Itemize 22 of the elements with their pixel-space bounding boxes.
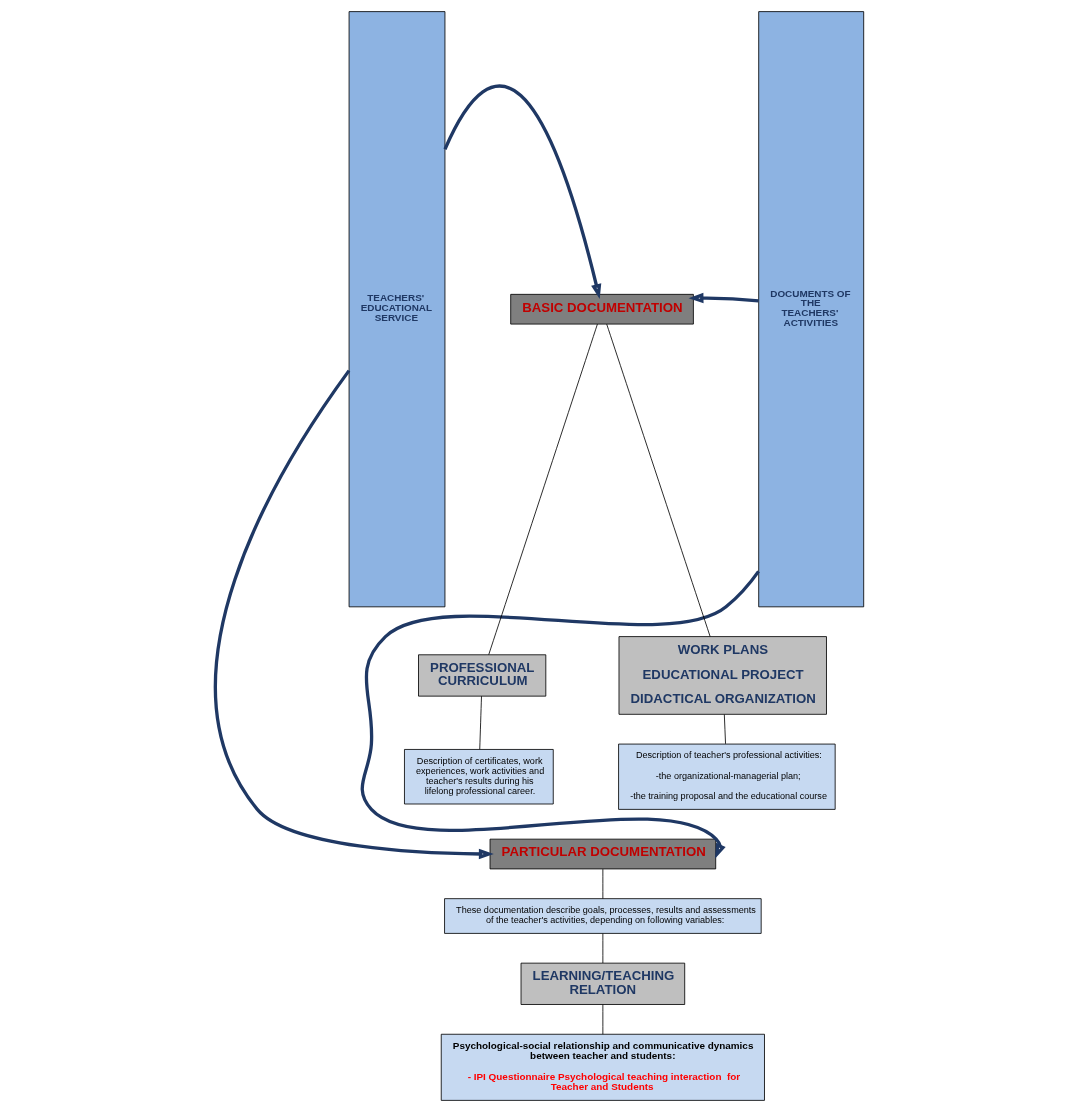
arrow xyxy=(443,84,602,299)
connector xyxy=(479,695,482,750)
arrow xyxy=(214,369,494,860)
node-box: WORK PLANS EDUCATIONAL PROJECT DIDACTICAL ORGANIZATION xyxy=(618,636,827,715)
connector xyxy=(606,323,711,637)
connector xyxy=(602,1004,604,1035)
node-box: Psychological-social relationship and communicative dynamics between teacher and students: - IPI Questionnaire Psychological teaching interaction for Teacher and Students xyxy=(440,1033,765,1101)
node-box: DOCUMENTS OF THE TEACHERS' ACTIVITIES xyxy=(758,11,865,608)
node-box: These documentation describe goals, processes, results and assessments of the teacher's activities, depending on following variables: xyxy=(444,898,762,934)
arrow xyxy=(360,570,760,859)
node-box: PARTICULAR DOCUMENTATION xyxy=(489,838,717,870)
node-box: BASIC DOCUMENTATION xyxy=(510,293,694,325)
connector xyxy=(488,323,598,656)
node-box: LEARNING/TEACHING RELATION xyxy=(520,962,686,1005)
arrow xyxy=(688,292,759,304)
node-box: Description of teacher's professional activities: -the organizational-managerial plan; -the training proposal and the educational course xyxy=(618,743,836,810)
connector xyxy=(723,714,726,745)
node-box: PROFESSIONAL CURRICULUM xyxy=(418,654,547,697)
connector xyxy=(602,933,604,964)
node-box: Description of certificates, work experiences, work activities and teacher's results during his lifelong professional career. xyxy=(404,749,554,805)
connector xyxy=(602,868,604,900)
node-box: TEACHERS' EDUCATIONAL SERVICE xyxy=(348,11,446,608)
